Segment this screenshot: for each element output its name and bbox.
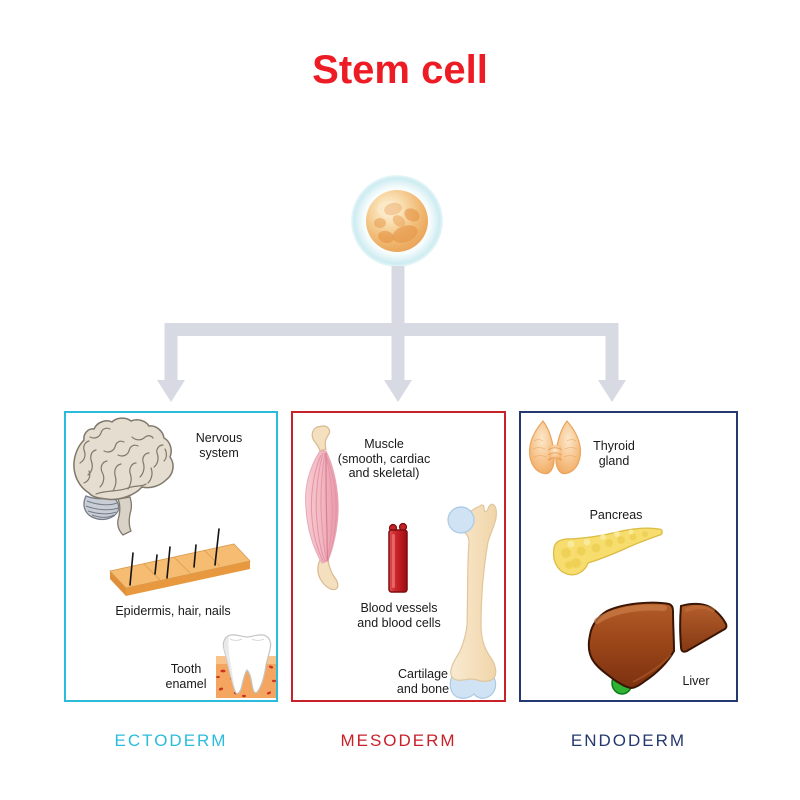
- thyroid-icon: [528, 420, 582, 475]
- pancreas-icon: [552, 527, 663, 576]
- tooth-icon: [216, 634, 276, 698]
- epidermis-label: Epidermis, hair, nails: [115, 604, 231, 618]
- skin-icon: [109, 528, 251, 596]
- ectoderm-illustrations: [73, 417, 276, 698]
- stem-cell-icon: [351, 175, 443, 267]
- liver-icon: [587, 601, 728, 695]
- mesoderm-illustrations: [305, 425, 497, 699]
- endoderm-illustrations: [528, 420, 728, 695]
- endoderm-label: ENDODERM: [570, 731, 687, 750]
- blood-vessel-icon: [388, 522, 408, 593]
- brain-icon: [73, 417, 174, 536]
- mesoderm-label: MESODERM: [340, 731, 457, 750]
- pancreas-label: Pancreas: [589, 508, 643, 522]
- bone-icon: [447, 503, 497, 699]
- arrow-shape: [157, 266, 626, 402]
- branch-arrows: [157, 266, 626, 402]
- liver-label: Liver: [682, 674, 710, 688]
- ectoderm-label: ECTODERM: [114, 731, 228, 750]
- muscle-icon: [305, 425, 339, 591]
- page-title: Stem cell: [312, 48, 488, 92]
